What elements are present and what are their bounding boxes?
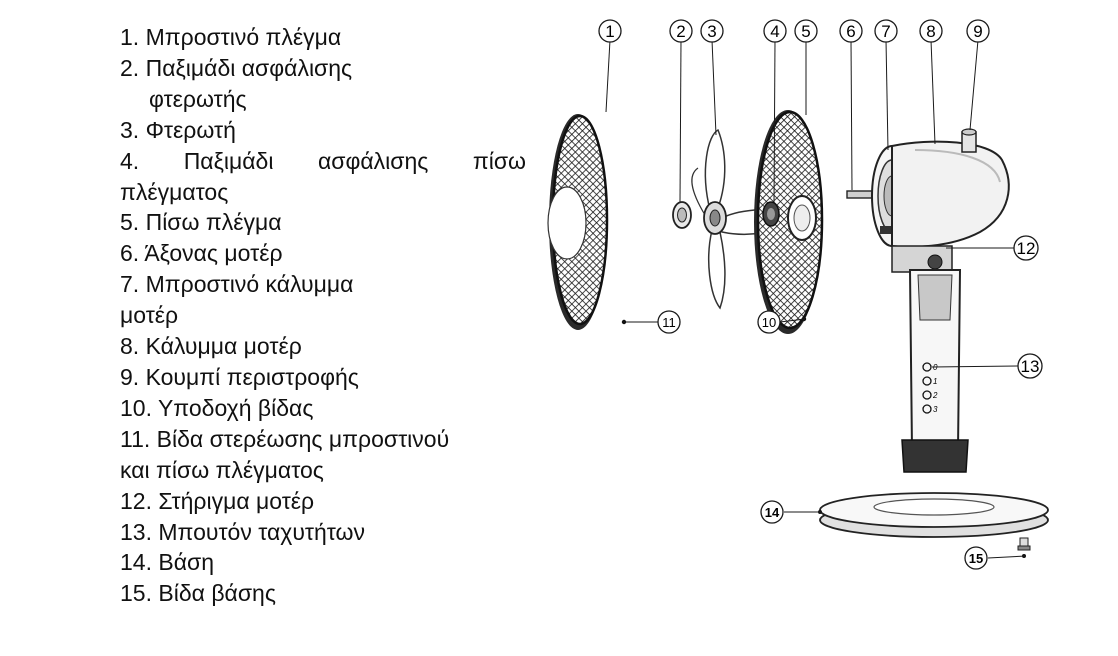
callout-4: 4 bbox=[763, 19, 787, 43]
legend-item-2: 2. Παξιμάδι ασφάλισης φτερωτής bbox=[120, 53, 526, 115]
fan-exploded-diagram: 0 1 2 3 1 2 3 bbox=[547, 19, 1049, 570]
legend-item-13: 13. Μπουτόν ταχυτήτων bbox=[120, 517, 526, 548]
callout-12: 12 bbox=[1013, 235, 1039, 261]
svg-text:7: 7 bbox=[881, 22, 890, 41]
legend-item-text-cont: και πίσω πλέγματος bbox=[120, 456, 324, 483]
callout-15: 15 bbox=[964, 546, 988, 570]
speed-mark-1: 1 bbox=[933, 377, 937, 386]
svg-text:12: 12 bbox=[1017, 239, 1036, 258]
legend-item-8: 8. Κάλυμμα μοτέρ bbox=[120, 331, 526, 362]
base-screw bbox=[1017, 537, 1031, 558]
legend-item-text: 3. Φτερωτή bbox=[120, 116, 236, 143]
legend-item-7: 7. Μπροστινό κάλυμμα μοτέρ bbox=[120, 269, 526, 331]
svg-text:1: 1 bbox=[605, 22, 614, 41]
stand-column: 0 1 2 3 bbox=[901, 269, 969, 473]
svg-text:6: 6 bbox=[846, 22, 855, 41]
legend-item-3: 3. Φτερωτή bbox=[120, 115, 526, 146]
svg-text:14: 14 bbox=[765, 505, 780, 520]
legend-item-11: 11. Βίδα στερέωσης μπροστινού και πίσω π… bbox=[120, 424, 526, 486]
callout-3: 3 bbox=[700, 19, 724, 43]
callout-14: 14 bbox=[760, 500, 784, 524]
legend-item-text-cont: πλέγματος bbox=[120, 178, 229, 205]
legend-item-text-cont: φτερωτής bbox=[149, 85, 247, 112]
legend-item-1: 1. Μπροστινό πλέγμα bbox=[120, 22, 526, 53]
legend-item-word: ασφάλισης bbox=[317, 147, 429, 174]
legend-item-text: 2. Παξιμάδι ασφάλισης bbox=[120, 54, 353, 81]
callout-2: 2 bbox=[669, 19, 693, 43]
callout-11: 11 bbox=[657, 310, 681, 334]
callout-13: 13 bbox=[1017, 353, 1043, 379]
svg-text:3: 3 bbox=[707, 22, 716, 41]
legend-item-15: 15. Βίδα βάσης bbox=[120, 578, 526, 609]
parts-legend: 1. Μπροστινό πλέγμα 2. Παξιμάδι ασφάλιση… bbox=[120, 22, 526, 609]
motor-cover bbox=[891, 140, 1010, 248]
callout-10: 10 bbox=[757, 310, 781, 334]
motor-bracket bbox=[891, 245, 953, 273]
speed-mark-2: 2 bbox=[932, 391, 938, 400]
legend-item-text: 1. Μπροστινό πλέγμα bbox=[120, 24, 342, 50]
legend-item-12: 12. Στήριγμα μοτέρ bbox=[120, 486, 526, 517]
callout-1: 1 bbox=[598, 19, 622, 43]
legend-item-text: 11. Βίδα στερέωσης μπροστινού bbox=[120, 425, 450, 452]
legend-item-text: 7. Μπροστινό κάλυμμα bbox=[120, 271, 354, 298]
callout-leaders bbox=[605, 39, 1027, 559]
legend-item-text: 15. Βίδα βάσης bbox=[120, 580, 276, 607]
callout-9: 9 bbox=[966, 19, 990, 43]
svg-text:5: 5 bbox=[801, 22, 810, 41]
oscillation-knob bbox=[961, 128, 977, 153]
svg-text:13: 13 bbox=[1021, 357, 1040, 376]
speed-mark-3: 3 bbox=[933, 405, 938, 414]
legend-item-6: 6. Άξονας μοτέρ bbox=[120, 238, 526, 269]
legend-item-text: 5. Πίσω πλέγμα bbox=[120, 209, 282, 236]
legend-item-text: 6. Άξονας μοτέρ bbox=[120, 240, 283, 267]
callout-5: 5 bbox=[794, 19, 818, 43]
legend-item-text: 8. Κάλυμμα μοτέρ bbox=[120, 333, 302, 360]
callouts: 1 2 3 4 5 6 7 8 9 10 11 12 13 14 15 bbox=[598, 19, 1043, 570]
svg-text:10: 10 bbox=[762, 315, 776, 330]
legend-item-text: 9. Κουμπί περιστροφής bbox=[120, 363, 359, 390]
callout-8: 8 bbox=[919, 19, 943, 43]
legend-item-text: 10. Υποδοχή βίδας bbox=[120, 394, 314, 421]
legend-item-word: Παξιμάδι bbox=[183, 147, 274, 174]
legend-item-text-cont: μοτέρ bbox=[120, 302, 179, 329]
svg-text:2: 2 bbox=[676, 22, 685, 41]
legend-item-word: πίσω bbox=[472, 147, 526, 174]
legend-item-14: 14. Βάση bbox=[120, 547, 526, 578]
svg-text:4: 4 bbox=[770, 22, 779, 41]
callout-7: 7 bbox=[874, 19, 898, 43]
rear-grille-lock-nut bbox=[762, 201, 780, 227]
legend-item-text: 12. Στήριγμα μοτέρ bbox=[120, 487, 315, 514]
svg-text:9: 9 bbox=[973, 22, 982, 41]
legend-item-5: 5. Πίσω πλέγμα bbox=[120, 207, 526, 238]
speed-mark-0: 0 bbox=[933, 363, 938, 372]
front-grille bbox=[547, 114, 627, 330]
speed-buttons: 0 1 2 3 bbox=[922, 362, 938, 414]
legend-item-text: 13. Μπουτόν ταχυτήτων bbox=[120, 518, 366, 545]
legend-item-9: 9. Κουμπί περιστροφής bbox=[120, 362, 526, 393]
blade-lock-nut bbox=[672, 201, 692, 229]
svg-text:15: 15 bbox=[969, 551, 983, 566]
svg-text:8: 8 bbox=[926, 22, 935, 41]
legend-item-text: 14. Βάση bbox=[120, 549, 214, 576]
callout-6: 6 bbox=[839, 19, 863, 43]
svg-text:11: 11 bbox=[662, 315, 676, 330]
legend-item-10: 10. Υποδοχή βίδας bbox=[120, 393, 526, 424]
stand-base bbox=[818, 492, 1049, 538]
